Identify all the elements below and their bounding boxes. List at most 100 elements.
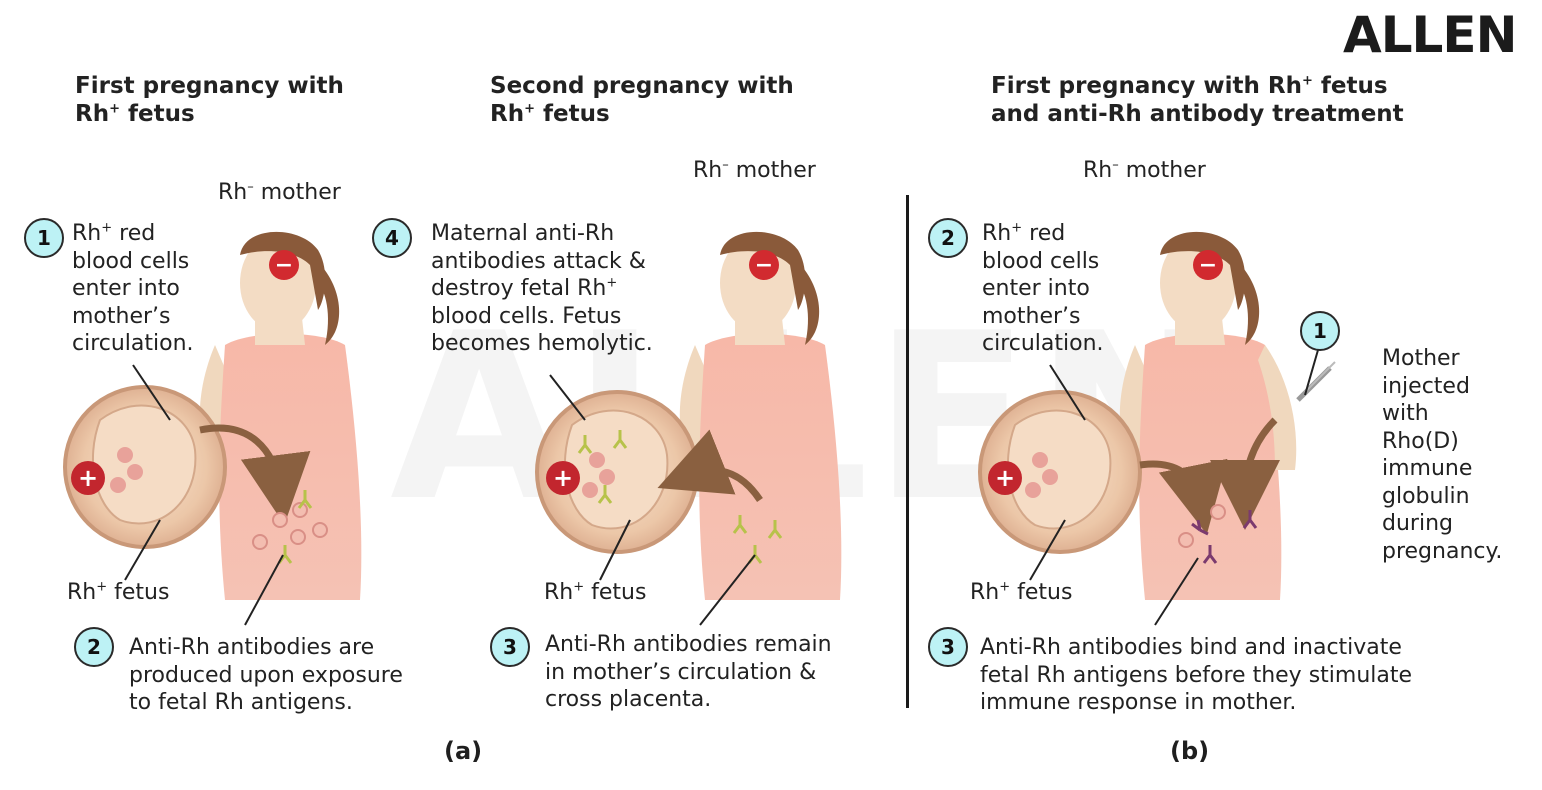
panel3-title-line2: and anti-Rh antibody treatment — [991, 101, 1404, 127]
pointer-step1-3 — [1304, 349, 1319, 396]
p3s2-l1: Rh+ red — [982, 220, 1104, 248]
p2-fetus-rh: Rh — [544, 580, 574, 605]
p3s2-l4: mother’s — [982, 303, 1081, 329]
p1s1-rest: red — [112, 221, 156, 246]
rh-cells-3 — [1178, 504, 1226, 548]
panel2-title-sup: + — [524, 101, 535, 117]
p3s2-rest: red — [1022, 221, 1066, 246]
panel3-step2-text: Rh+ red blood cells enter into mother’s … — [982, 220, 1104, 358]
panel2-step4-text: Maternal anti-Rh antibodies attack & des… — [431, 220, 653, 358]
panel2-title: Second pregnancy with Rh+ fetus — [490, 72, 794, 128]
mother-figure-1 — [199, 231, 362, 600]
mother-figure-3 — [1119, 231, 1297, 600]
p1s2-l1: Anti-Rh antibodies are — [129, 635, 375, 660]
panel2-title-rh: Rh — [490, 101, 525, 127]
p2s3-l3: cross placenta. — [545, 687, 712, 712]
inj-l3: with — [1382, 401, 1429, 426]
pointer-step2 — [244, 554, 284, 626]
p3s2-l3: enter into — [982, 276, 1090, 301]
arrow-1 — [199, 424, 311, 525]
p3-title-sup: + — [1302, 73, 1313, 89]
panel1-mother-rh: Rh — [218, 180, 248, 205]
plus-badge-2 — [546, 461, 580, 495]
p3s2-l2: blood cells — [982, 248, 1100, 274]
p2s4-l4: blood cells. Fetus — [431, 303, 622, 329]
plus-badge-1 — [71, 461, 105, 495]
p2s3-l1: Anti-Rh antibodies remain — [545, 632, 832, 657]
p2s4-rh: destroy fetal Rh — [431, 276, 607, 301]
p2s4-l2: antibodies attack & — [431, 248, 646, 274]
step2-badge: 2 — [74, 627, 114, 667]
p1s1-l4: mother’s — [72, 303, 171, 329]
step1-badge-3: 1 — [1300, 311, 1340, 351]
step2-badge-3: 2 — [928, 218, 968, 258]
allen-logo: ALLEN — [1343, 6, 1517, 64]
inj-l7: during — [1382, 511, 1453, 536]
pointer-step4 — [549, 374, 586, 421]
p2-fetus-rest: fetus — [584, 580, 647, 605]
p1-fetus-sup: + — [96, 579, 108, 595]
pointer-step3-2 — [699, 554, 756, 626]
p3s2-rh: Rh — [982, 221, 1012, 246]
p3-title-a: First pregnancy with Rh — [991, 73, 1302, 99]
p1s1-l2: blood cells — [72, 248, 190, 274]
p3s2-sup: + — [1011, 220, 1023, 236]
minus-badge-3 — [1193, 250, 1223, 280]
plus-sign-1: + — [78, 464, 98, 492]
panel2-title-line1: Second pregnancy with — [490, 73, 794, 99]
p1s1-l3: enter into — [72, 276, 180, 301]
panel3-mother-label: Rh– mother — [1083, 158, 1206, 183]
minus-sign-2: − — [755, 253, 773, 278]
p1s1-l1: Rh+ red — [72, 220, 194, 248]
p3s3-l2: fetal Rh antigens before they stimulate — [980, 662, 1413, 688]
p3-mother-sup: – — [1112, 157, 1119, 173]
step3-badge-2: 3 — [490, 627, 530, 667]
plus-sign-3: + — [995, 464, 1015, 492]
pointer-fetus-2 — [599, 519, 631, 581]
pointer-step3-3 — [1154, 557, 1199, 626]
p2s4-l1: Maternal anti-Rh — [431, 221, 615, 246]
panel-divider — [906, 195, 909, 708]
p1s1-rh: Rh — [72, 221, 102, 246]
inj-l6: globulin — [1382, 483, 1470, 509]
arrow-3a — [1139, 458, 1228, 535]
step3-badge-3: 3 — [928, 627, 968, 667]
p3s3-l1: Anti-Rh antibodies bind and inactivate — [980, 635, 1402, 660]
panel2-step3-text: Anti-Rh antibodies remain in mother’s ci… — [545, 631, 832, 714]
panel1-title: First pregnancy with Rh+ fetus — [75, 72, 344, 128]
plus-sign-2: + — [553, 464, 573, 492]
syringe-icon — [1296, 361, 1336, 402]
p1s2-l3: to fetal Rh antigens. — [129, 690, 353, 715]
p3s3-l3: immune response in mother. — [980, 690, 1297, 715]
p2s3-l2: in mother’s circulation & — [545, 659, 817, 685]
p1-fetus-rest: fetus — [107, 580, 170, 605]
pointer-step2-3 — [1049, 364, 1086, 421]
panel1-title-line1: First pregnancy with — [75, 73, 344, 99]
arrow-2 — [657, 429, 763, 503]
panel3-title-line1: First pregnancy with Rh+ fetus — [991, 72, 1404, 100]
mother-figure-2 — [679, 231, 842, 600]
inj-l4: Rho(D) — [1382, 428, 1459, 454]
panel1-step2-text: Anti-Rh antibodies are produced upon exp… — [129, 634, 403, 717]
inj-l2: injected — [1382, 373, 1470, 399]
p3-title-rest: fetus — [1312, 73, 1388, 99]
p1-fetus-rh: Rh — [67, 580, 97, 605]
panel1-title-line2: Rh+ fetus — [75, 100, 344, 128]
panel1-step1-text: Rh+ red blood cells enter into mother’s … — [72, 220, 194, 358]
panel3-injection-text: Mother injected with Rho(D) immune globu… — [1382, 345, 1502, 565]
womb-magnifier-3 — [978, 390, 1142, 554]
panel3-fetus-label: Rh+ fetus — [970, 580, 1072, 605]
panel2-fetus-label: Rh+ fetus — [544, 580, 646, 605]
p1s2-l2: produced upon exposure — [129, 662, 403, 688]
caption-a: (a) — [444, 737, 483, 765]
p3s2-l5: circulation. — [982, 331, 1104, 356]
pointer-fetus-1 — [124, 519, 161, 581]
panel1-title-sup: + — [109, 101, 120, 117]
panel1-mother-rest: mother — [253, 180, 341, 205]
panel1-title-rest: fetus — [120, 101, 195, 127]
step1-badge: 1 — [24, 218, 64, 258]
step4-badge: 4 — [372, 218, 412, 258]
antibodies-2 — [732, 515, 783, 564]
p2-mother-rest: mother — [728, 158, 816, 183]
panel2-title-rest: fetus — [535, 101, 610, 127]
